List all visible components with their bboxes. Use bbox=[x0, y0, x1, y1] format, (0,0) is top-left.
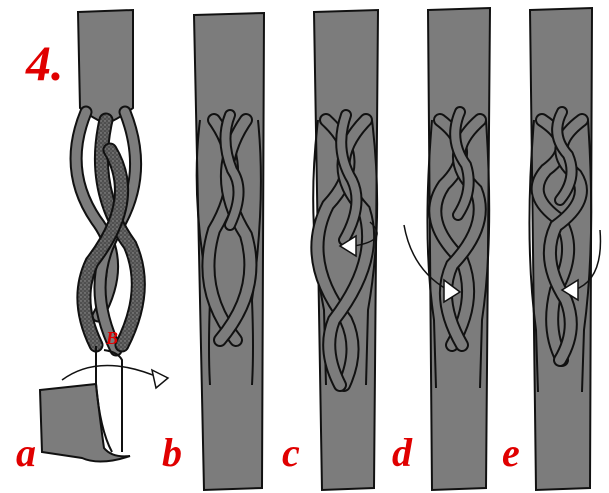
strand-label: B bbox=[105, 328, 118, 348]
hollow-arrowhead-icon bbox=[152, 370, 168, 388]
step-number: 4. bbox=[25, 35, 64, 91]
leather-e bbox=[530, 8, 592, 490]
panel-b bbox=[194, 13, 264, 490]
panel-label-c: c bbox=[282, 430, 300, 475]
panel-label-b: b bbox=[162, 430, 182, 475]
panel-label-a: a bbox=[16, 430, 36, 475]
panel-label-e: e bbox=[502, 430, 520, 475]
leather-bottom-a bbox=[40, 384, 130, 462]
panel-c bbox=[313, 10, 378, 490]
panel-label-d: d bbox=[392, 430, 413, 475]
panel-d bbox=[404, 8, 490, 490]
panel-e bbox=[529, 8, 600, 490]
